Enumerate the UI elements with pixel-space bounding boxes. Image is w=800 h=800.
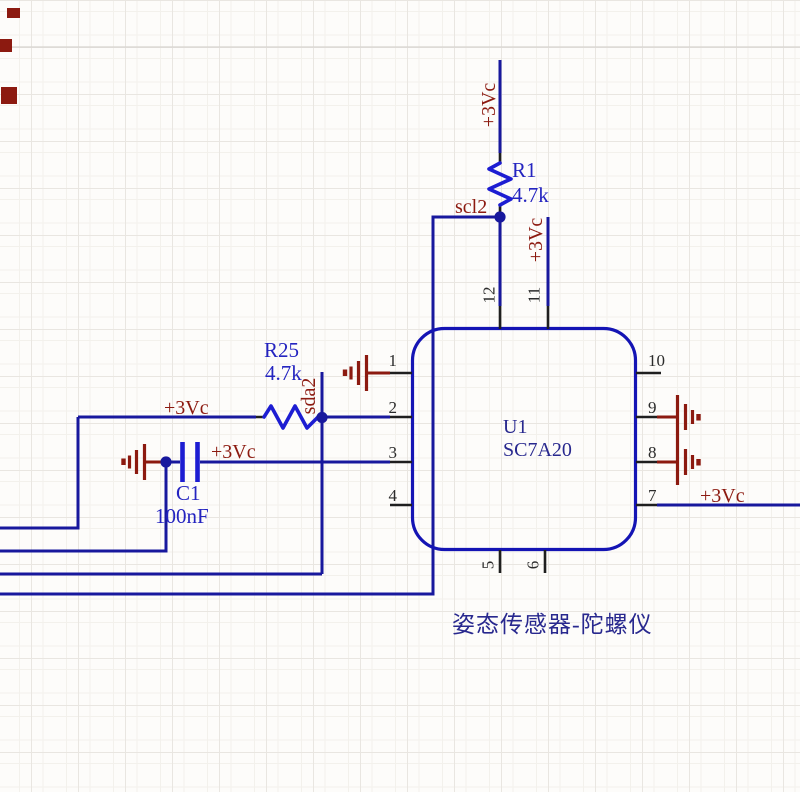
junction-scl2[interactable]	[494, 211, 506, 223]
grid-major-line	[0, 46, 800, 48]
resistor-r25[interactable]	[262, 404, 320, 430]
net-label-3vc-pin7[interactable]: +3Vc	[700, 485, 745, 507]
pin-number-3: 3	[388, 443, 398, 462]
resistor-r1[interactable]	[487, 161, 513, 207]
net-label-scl2[interactable]: scl2	[455, 196, 488, 218]
pin-number-7: 7	[648, 486, 657, 505]
pin-number-6: 6	[523, 560, 543, 570]
pin-number-10: 10	[648, 351, 665, 370]
junction-sda2[interactable]	[316, 411, 328, 424]
junction-c1[interactable]	[160, 456, 172, 468]
wire-left-drop[interactable]	[0, 417, 80, 530]
designator-c1[interactable]: C1	[176, 481, 201, 505]
pin-number-12: 12	[479, 286, 499, 304]
ground-symbol-pin1[interactable]	[342, 355, 390, 391]
net-label-3vc-c1[interactable]: +3Vc	[211, 441, 256, 463]
net-label-sda2[interactable]: sda2	[298, 377, 320, 415]
net-label-3vc-top[interactable]: +3Vc	[478, 82, 500, 128]
value-c1[interactable]: 100nF	[155, 504, 209, 528]
value-r1[interactable]: 4.7k	[512, 183, 549, 207]
ground-symbol-pin9[interactable]	[657, 395, 701, 440]
pin-number-8: 8	[648, 443, 657, 462]
edge-clipped-mark	[1, 87, 17, 104]
net-label-3vc-left[interactable]: +3Vc	[164, 397, 209, 419]
schematic-title: 姿态传感器-陀螺仪	[452, 612, 653, 637]
designator-r25[interactable]: R25	[264, 338, 300, 362]
value-r25[interactable]: 4.7k	[265, 361, 302, 385]
junction-dots	[160, 211, 506, 468]
pin-number-9: 9	[648, 398, 657, 417]
pin-number-1: 1	[388, 351, 398, 370]
ground-symbol-pin8[interactable]	[657, 440, 701, 485]
edge-clipped-mark	[0, 39, 12, 52]
pin-number-2: 2	[388, 398, 398, 417]
ground-symbol-c1[interactable]	[121, 444, 167, 480]
net-label-3vc-pin11[interactable]: +3Vc	[525, 217, 547, 263]
capacitor-c1[interactable]	[180, 442, 200, 482]
wire-sda2[interactable]	[0, 372, 324, 576]
edge-clipped-mark	[7, 8, 20, 18]
pin-number-4: 4	[388, 486, 398, 505]
bottom-edge	[0, 792, 800, 800]
wires[interactable]	[0, 60, 800, 596]
pin-number-5: 5	[478, 560, 498, 570]
wire-scl2[interactable]	[0, 215, 500, 596]
ic-body-u1[interactable]	[410, 326, 638, 552]
designator-u1[interactable]: U1	[503, 416, 528, 438]
pin-number-11: 11	[524, 286, 544, 304]
designator-r1[interactable]: R1	[512, 158, 537, 182]
value-u1[interactable]: SC7A20	[503, 439, 572, 461]
wire-c1-drop[interactable]	[0, 462, 168, 553]
